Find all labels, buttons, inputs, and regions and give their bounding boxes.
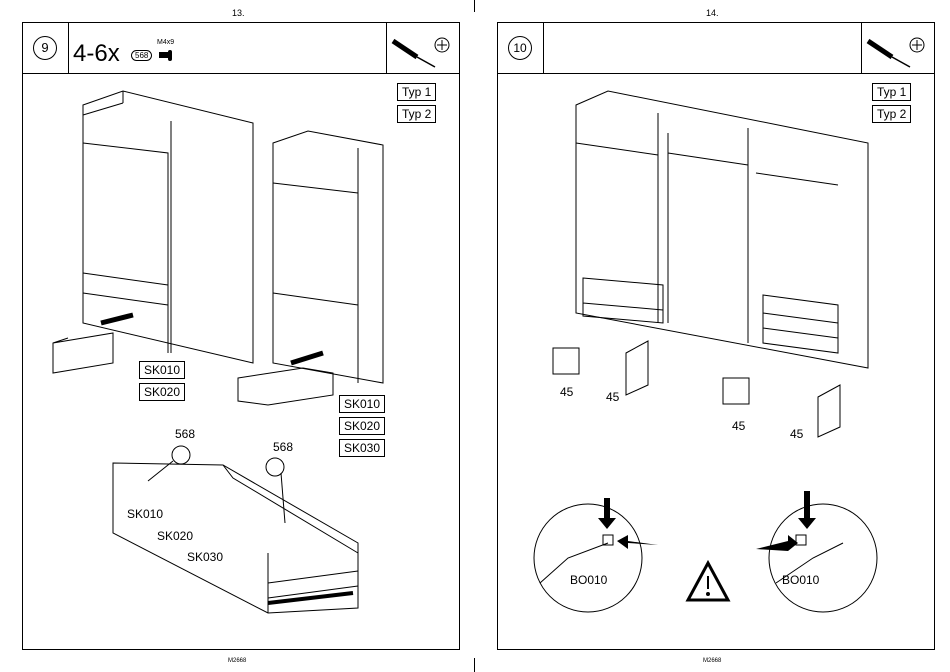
- arrow-icons: [498, 23, 934, 649]
- drawer-text: SK010: [127, 507, 163, 521]
- detail-label: BO010: [782, 573, 819, 587]
- page-step-9: 9 4-6x 568 M4x9 Typ 1 Typ 2 SK010 SK020 …: [22, 22, 460, 650]
- count-label: 45: [606, 390, 619, 404]
- center-mark-bottom: [474, 658, 475, 672]
- count-label: 45: [560, 385, 573, 399]
- drawer-label: SK010: [139, 361, 185, 379]
- part-label: 568: [175, 427, 195, 441]
- page-number-right: 14.: [706, 8, 719, 18]
- drawer-label: SK010: [339, 395, 385, 413]
- center-mark-top: [474, 0, 475, 12]
- drawer-label: SK020: [139, 383, 185, 401]
- count-label: 45: [790, 427, 803, 441]
- wardrobe-drawer-illustration: [23, 23, 459, 649]
- page-step-10: 10 Typ 1 Typ 2 45 45 45 45 BO010 BO010: [497, 22, 935, 650]
- detail-label: BO010: [570, 573, 607, 587]
- drawer-label: SK030: [339, 439, 385, 457]
- drawer-text: SK030: [187, 550, 223, 564]
- drawer-text: SK020: [157, 529, 193, 543]
- footer-left: M2668: [228, 658, 246, 664]
- page-number-left: 13.: [232, 8, 245, 18]
- count-label: 45: [732, 419, 745, 433]
- part-label: 568: [273, 440, 293, 454]
- footer-right: M2668: [703, 658, 721, 664]
- drawer-label: SK020: [339, 417, 385, 435]
